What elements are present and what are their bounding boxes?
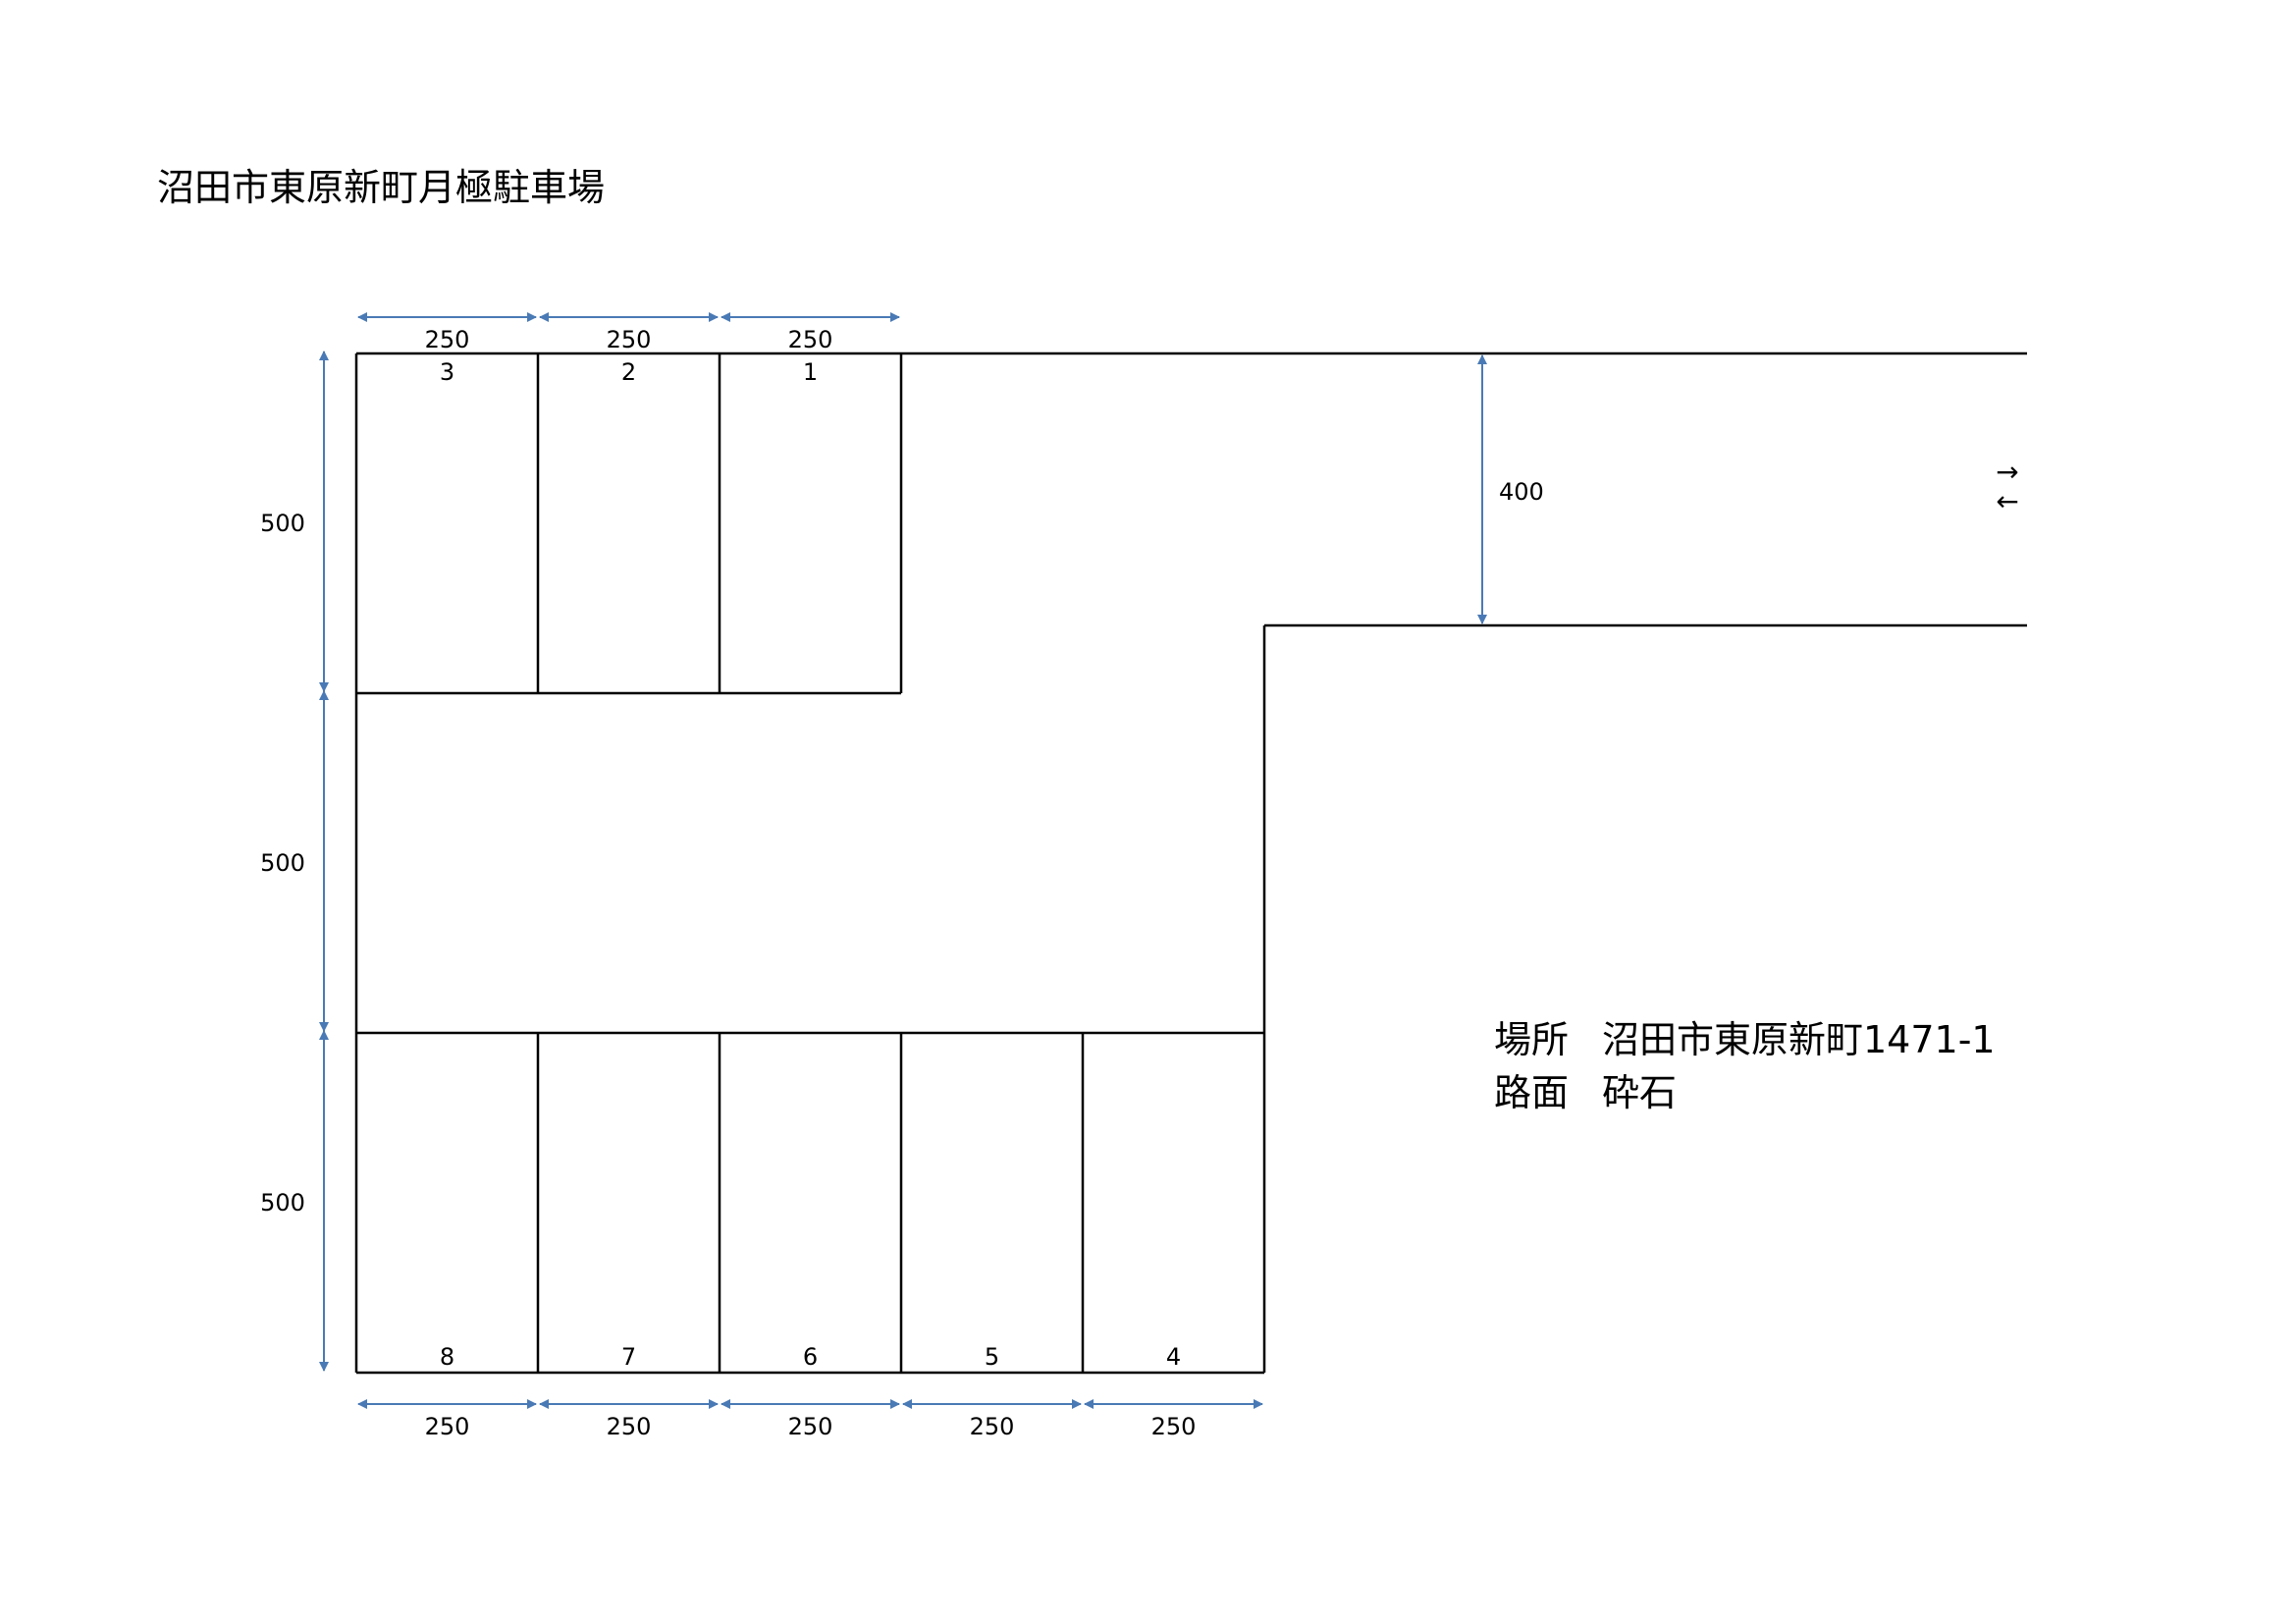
info-key: 場所 [1494, 1018, 1570, 1061]
space-number-8: 8 [440, 1343, 454, 1371]
left-height-label: 500 [260, 510, 305, 537]
info-key: 路面 [1494, 1071, 1570, 1114]
bottom-width-label: 250 [970, 1413, 1015, 1440]
top-width-label: 250 [788, 326, 833, 353]
info-value: 沼田市東原新町1471-1 [1602, 1018, 1996, 1061]
space-number-7: 7 [621, 1343, 636, 1371]
road-direction-arrows: →← [1996, 456, 2018, 517]
space-number-labels: 1 2 3 4 5 6 7 8 [440, 358, 1181, 1371]
dimension-annotations: 250 250 250 250 250 250 250 250 500 500 500 400 [260, 312, 1544, 1440]
space-number-1: 1 [803, 358, 818, 386]
bottom-width-label: 250 [788, 1413, 833, 1440]
left-height-label: 500 [260, 1189, 305, 1217]
space-dividers [536, 353, 1085, 1373]
road-direction-arrow: → [1996, 456, 2018, 488]
space-number-4: 4 [1166, 1343, 1181, 1371]
space-number-3: 3 [440, 358, 454, 386]
bottom-width-label: 250 [1151, 1413, 1197, 1440]
bottom-width-label: 250 [607, 1413, 652, 1440]
info-value: 砕石 [1602, 1071, 1678, 1114]
lot-outline [354, 352, 2027, 1375]
road-width-label: 400 [1499, 478, 1544, 506]
info-row: 路面砕石 [1494, 1066, 1996, 1119]
space-number-6: 6 [803, 1343, 818, 1371]
space-number-5: 5 [985, 1343, 999, 1371]
left-height-label: 500 [260, 849, 305, 877]
road-direction-arrow: ← [1996, 485, 2018, 517]
top-width-label: 250 [425, 326, 470, 353]
space-number-2: 2 [621, 358, 636, 386]
info-row: 場所沼田市東原新町1471-1 [1494, 1013, 1996, 1066]
page-title: 沼田市東原新町月極駐車場 [157, 166, 606, 209]
bottom-width-label: 250 [425, 1413, 470, 1440]
top-width-label: 250 [607, 326, 652, 353]
